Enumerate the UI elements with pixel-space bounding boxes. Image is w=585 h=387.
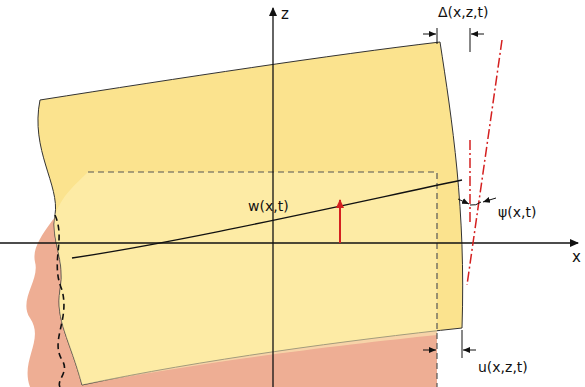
vertical-reference [469,140,471,225]
deflection-arrow [339,200,341,243]
undeformed-beam [26,172,437,387]
dimension-label: Δ(x,z,t) [438,5,489,20]
x-axis [0,242,578,243]
z-axis [272,8,273,387]
u-arrow [423,350,436,351]
variable-label: w(x,t) [248,199,289,214]
normal-line [467,40,502,285]
axis-label: x [572,249,581,266]
neutral-axis [72,180,462,258]
angle-arc [470,202,481,205]
angle-label: ψ(x,t) [498,205,536,220]
deformed-beam [38,42,463,385]
delta-arrow [423,34,436,35]
dimension-label: u(x,z,t) [478,360,528,375]
undeformed-outline [88,172,437,387]
overlap-region [54,172,437,385]
delta-arrow [471,34,484,35]
left-section-dashed [55,215,65,387]
u-arrow [463,350,476,351]
axis-label: z [281,6,289,23]
